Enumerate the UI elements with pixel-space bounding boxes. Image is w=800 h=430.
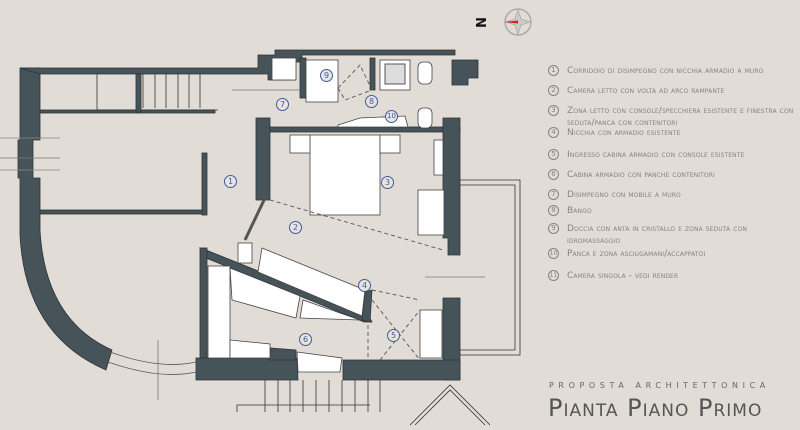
legend-text: Doccia con anta in cristallo e zona sedu… (567, 224, 747, 246)
plan-label-8: 8 (365, 95, 378, 108)
right-wall (442, 117, 461, 256)
legend-number: 5 (548, 149, 559, 160)
legend-text: Cabina armadio con panche contenitori (567, 170, 715, 180)
legend-item: 5 Ingresso cabina armadio con console esi… (548, 149, 796, 161)
compass-icon (504, 8, 532, 36)
plan-label-4: 4 (358, 279, 371, 292)
plan-label-9: 9 (320, 69, 333, 82)
legend-text: Camera singola - vedi render (567, 271, 679, 281)
legend-text: Zona letto con console/specchiera esiste… (567, 106, 794, 128)
bottom-wall (195, 357, 299, 381)
left-outer-wall (17, 67, 113, 371)
legend-number: 2 (548, 85, 559, 96)
plan-label-3: 3 (381, 176, 394, 189)
legend-number: 10 (548, 248, 559, 259)
legend-item: 10 Panca e zona asciugamani/accappatoi (548, 248, 796, 260)
legend-number: 8 (548, 205, 559, 216)
page-title: Pianta Piano Primo (548, 394, 763, 422)
plan-label-5: 5 (387, 329, 400, 342)
bed (309, 134, 381, 216)
room2-left-wall (255, 117, 271, 201)
legend-text: Panca e zona asciugamani/accappatoi (567, 249, 706, 259)
legend-text: Corridoio di disimpegno con nicchia arma… (567, 66, 764, 76)
plan-label-6: 6 (299, 333, 312, 346)
legend-item: 9 Doccia con anta in cristallo e zona sed… (548, 223, 796, 247)
legend-item: 11 Camera singola - vedi render (548, 270, 796, 282)
legend-number: 4 (548, 127, 559, 138)
legend-number: 11 (548, 270, 559, 281)
legend-item: 3 Zona letto con console/specchiera esist… (548, 105, 796, 129)
legend-number: 3 (548, 105, 559, 116)
legend-item: 6 Cabina armadio con panche contenitori (548, 169, 796, 181)
legend-number: 6 (548, 169, 559, 180)
plan-label-2: 2 (289, 221, 302, 234)
legend-item: 4 Nicchia con armadio esistente (548, 127, 796, 139)
north-arrow-icon: N (471, 17, 487, 28)
subtitle: PROPOSTA ARCHITETTONICA (549, 381, 770, 390)
legend-item: 7 Disimpegno con mobile a muro (548, 189, 796, 201)
top-wall (19, 49, 456, 81)
plan-label-7: 7 (276, 98, 289, 111)
legend-text: Nicchia con armadio esistente (567, 128, 681, 138)
legend-number: 1 (548, 65, 559, 76)
room3-top-wall (269, 126, 461, 133)
legend-text: Ingresso cabina armadio con console esis… (567, 150, 745, 160)
legend-text: Camera letto con volta ad arco rampante (567, 86, 725, 96)
legend-item: 1 Corridoio di disimpegno con nicchia arm… (548, 65, 796, 77)
plan-label-10: 10 (385, 110, 398, 123)
legend-text: Disimpegno con mobile a muro (567, 190, 681, 200)
legend-number: 7 (548, 189, 559, 200)
legend-text: Bango (567, 206, 592, 216)
legend-number: 9 (548, 223, 559, 234)
plan-label-1: 1 (224, 175, 237, 188)
legend-item: 8 Bango (548, 205, 796, 217)
legend-item: 2 Camera letto con volta ad arco rampante (548, 85, 796, 97)
